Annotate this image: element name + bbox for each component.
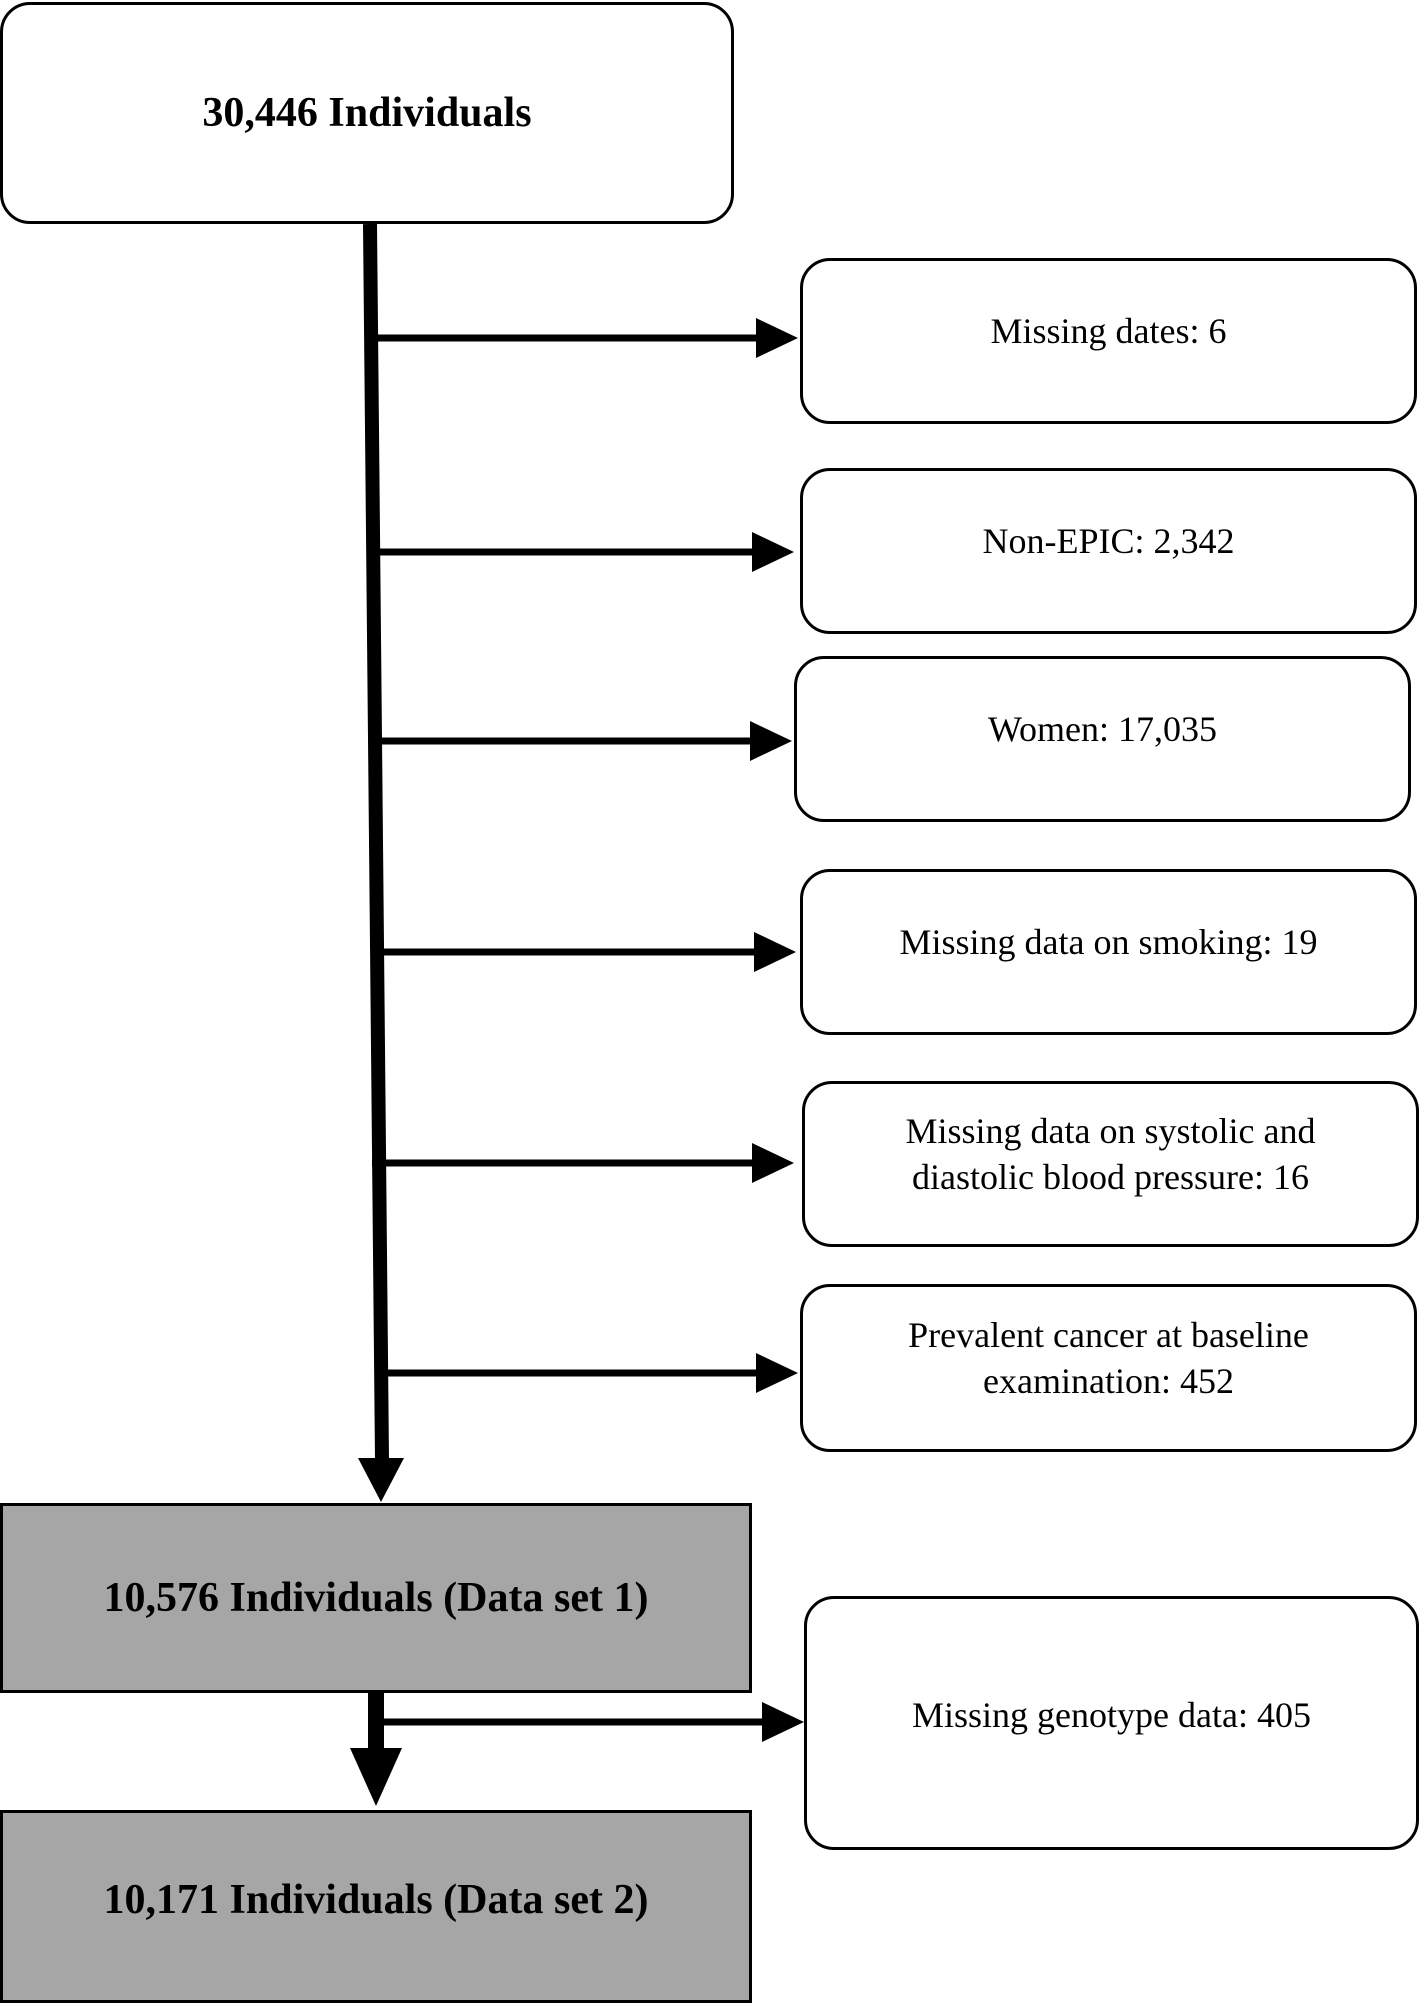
branch-arrow-prevalent-cancer [378, 1353, 798, 1393]
branch-arrow-women [372, 721, 792, 761]
lower-trunk-arrowhead [350, 1748, 402, 1806]
exclusion-label-missing-dates: Missing dates: 6 [990, 311, 1227, 351]
exclusion-box-genotype: Missing genotype data: 405 [804, 1596, 1419, 1850]
start-box-label: 30,446 Individuals [202, 90, 532, 136]
exclusion-label-smoking: Missing data on smoking: 19 [899, 922, 1318, 962]
exclusion-box-non-epic: Non-EPIC: 2,342 [800, 468, 1417, 634]
branch-arrow-blood-pressure [372, 1143, 794, 1183]
exclusion-box-prevalent-cancer: Prevalent cancer at baseline examination… [800, 1284, 1417, 1452]
start-box: 30,446 Individuals [0, 2, 734, 224]
branch-arrow-smoking [372, 932, 796, 972]
exclusion-box-blood-pressure: Missing data on systolic and diastolic b… [802, 1081, 1419, 1247]
main-trunk-line [363, 223, 389, 1461]
branch-arrow-non-epic [372, 532, 794, 572]
exclusion-label-blood-pressure-line1: Missing data on systolic and [905, 1111, 1316, 1151]
branch-arrow-missing-dates [372, 318, 798, 358]
exclusion-label-non-epic: Non-EPIC: 2,342 [982, 521, 1235, 561]
exclusion-label-blood-pressure-line2: diastolic blood pressure: 16 [912, 1157, 1309, 1197]
dataset2-box: 10,171 Individuals (Data set 2) [0, 1810, 752, 2003]
main-trunk-arrowhead [358, 1458, 404, 1502]
exclusion-label-prevalent-cancer-line2: examination: 452 [983, 1361, 1234, 1401]
exclusion-label-prevalent-cancer-line1: Prevalent cancer at baseline [908, 1315, 1309, 1355]
exclusion-label-women: Women: 17,035 [987, 709, 1218, 749]
exclusion-box-smoking: Missing data on smoking: 19 [800, 869, 1417, 1035]
dataset1-label: 10,576 Individuals (Data set 1) [103, 1575, 649, 1621]
exclusion-label-genotype: Missing genotype data: 405 [912, 1695, 1311, 1735]
branch-arrow-genotype [376, 1702, 804, 1742]
exclusion-box-women: Women: 17,035 [794, 656, 1411, 822]
dataset2-label: 10,171 Individuals (Data set 2) [103, 1876, 649, 1923]
exclusion-box-missing-dates: Missing dates: 6 [800, 258, 1417, 424]
dataset1-box: 10,576 Individuals (Data set 1) [0, 1503, 752, 1693]
